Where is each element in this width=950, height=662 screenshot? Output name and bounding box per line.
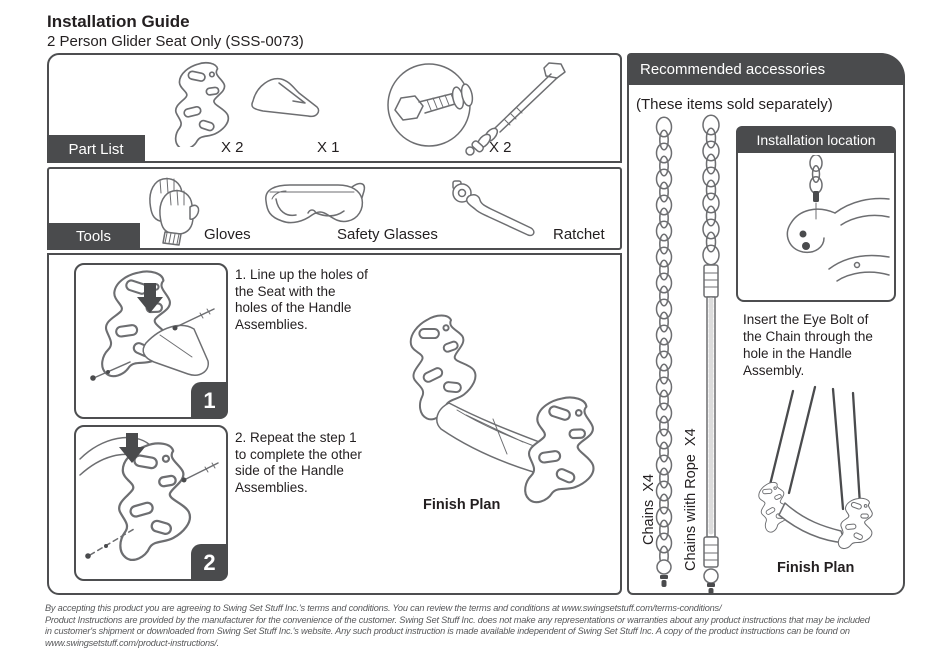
- finish-plan-center-label: Finish Plan: [423, 497, 501, 513]
- legal-line: www.swingsetstuff.com/product-instructio…: [45, 637, 219, 648]
- installation-location-illustration: [786, 155, 890, 282]
- finish-plan-right-illustration: [753, 385, 878, 553]
- accessories-note: (These items sold separately): [636, 96, 833, 113]
- part-qty-1: X 2: [221, 139, 244, 156]
- legal-footer: By accepting this product you are agreei…: [45, 603, 925, 649]
- installation-location-header: Installation location: [736, 126, 896, 153]
- step-1-number: 1: [191, 382, 228, 419]
- gloves-illustration: [149, 177, 200, 246]
- page-title: Installation Guide: [47, 12, 190, 31]
- tools-label: Tools: [47, 223, 140, 250]
- safety-glasses-illustration: [265, 182, 366, 224]
- chain-illustration: [655, 116, 673, 587]
- accessories-header: Recommended accessories: [627, 53, 905, 85]
- part-list-panel: Part List X 2 X 1 X 2: [47, 53, 622, 163]
- step-1-text: 1. Line up the holes of the Seat with th…: [235, 267, 368, 332]
- tool-label-ratchet: Ratchet: [553, 226, 605, 243]
- tool-label-safety-glasses: Safety Glasses: [337, 226, 438, 243]
- finish-plan-right-label: Finish Plan: [777, 560, 855, 576]
- page-subtitle: 2 Person Glider Seat Only (SSS-0073): [47, 33, 304, 50]
- part-qty-2: X 1: [317, 139, 340, 156]
- assembly-panel: 1 1. Line up the holes of the Seat with …: [47, 253, 622, 595]
- handle-bracket-illustration: [174, 61, 230, 147]
- bolt-set-illustration: [387, 62, 566, 156]
- legal-line: in customer's shipment or downloaded fro…: [45, 626, 850, 637]
- part-qty-3: X 2: [489, 139, 512, 156]
- armrest-illustration: [251, 77, 320, 118]
- step-2-figure: 2: [74, 425, 228, 581]
- step-2-number: 2: [191, 544, 228, 581]
- chain-with-rope-illustration: [702, 114, 720, 594]
- installation-location-box: Installation location: [736, 126, 896, 302]
- legal-line: Product Instructions are provided by the…: [45, 614, 870, 625]
- installation-location-caption: Insert the Eye Bolt of the Chain through…: [743, 312, 873, 378]
- step-2-text: 2. Repeat the step 1 to complete the oth…: [235, 430, 362, 495]
- chains-label: Chains X4: [641, 474, 657, 545]
- part-list-label: Part List: [47, 135, 145, 163]
- step-1-illustration: [90, 266, 215, 383]
- tool-label-gloves: Gloves: [204, 226, 251, 243]
- ratchet-illustration: [452, 180, 535, 237]
- step-2-illustration: [79, 433, 219, 562]
- finish-plan-center-illustration: [401, 309, 602, 509]
- accessories-panel: Recommended accessories (These items sol…: [627, 53, 905, 595]
- step-1-figure: 1: [74, 263, 228, 419]
- tools-panel: Tools Gloves Safety Glasses Ratchet: [47, 167, 622, 250]
- legal-line: By accepting this product you are agreei…: [45, 603, 722, 613]
- chains-with-rope-label: Chains wiith Rope X4: [683, 428, 699, 571]
